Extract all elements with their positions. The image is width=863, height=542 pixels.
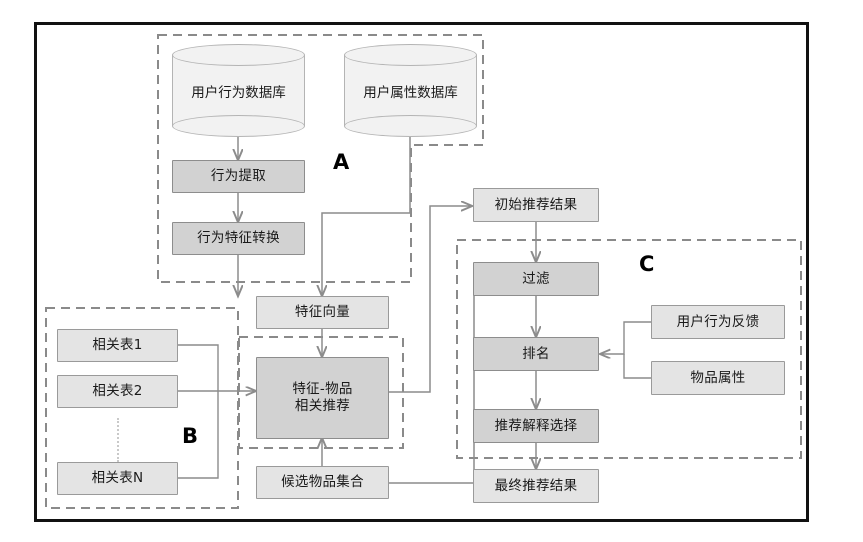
node-candidate-item-set[interactable]: 候选物品集合	[256, 466, 389, 499]
node-final-recommend-result[interactable]: 最终推荐结果	[473, 469, 599, 503]
node-explanation-selection[interactable]: 推荐解释选择	[473, 409, 599, 443]
node-initial-recommend-result[interactable]: 初始推荐结果	[473, 188, 599, 222]
db-user-behavior-label: 用户行为数据库	[191, 84, 286, 101]
group-label-b: B	[182, 424, 199, 448]
cylinder-cap	[172, 44, 305, 66]
ellipsis-vertical-dots	[117, 418, 119, 462]
cylinder-bottom	[172, 115, 305, 137]
node-behavior-extraction[interactable]: 行为提取	[172, 160, 305, 193]
node-item-attribute[interactable]: 物品属性	[651, 361, 785, 395]
group-label-a: A	[333, 150, 350, 174]
node-feature-item-recommend[interactable]: 特征-物品 相关推荐	[256, 357, 389, 439]
group-label-c: C	[639, 252, 655, 276]
node-relation-table-n[interactable]: 相关表N	[57, 462, 178, 495]
node-relation-table-1[interactable]: 相关表1	[57, 329, 178, 362]
node-feature-vector[interactable]: 特征向量	[256, 296, 389, 329]
node-user-behavior-feedback[interactable]: 用户行为反馈	[651, 305, 785, 339]
node-ranking[interactable]: 排名	[473, 337, 599, 371]
node-relation-table-2[interactable]: 相关表2	[57, 375, 178, 408]
cylinder-cap	[344, 44, 477, 66]
db-user-attribute: 用户属性数据库	[344, 44, 477, 137]
node-filter[interactable]: 过滤	[473, 262, 599, 296]
node-behavior-feature-transform[interactable]: 行为特征转换	[172, 222, 305, 255]
db-user-behavior: 用户行为数据库	[172, 44, 305, 137]
cylinder-bottom	[344, 115, 477, 137]
db-user-attribute-label: 用户属性数据库	[363, 84, 458, 101]
